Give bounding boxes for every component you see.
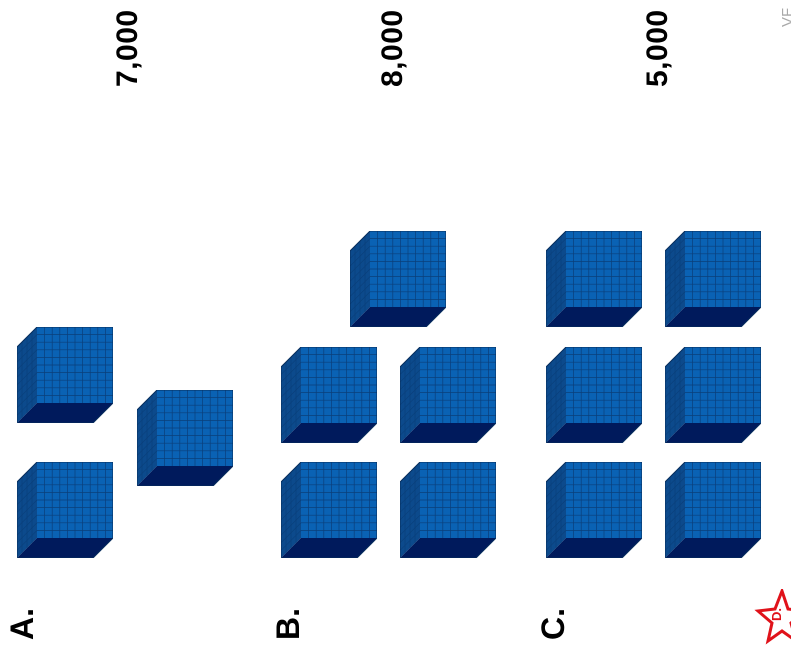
- watermark-text: VF: [779, 7, 791, 27]
- thousand-cube: [546, 231, 642, 327]
- thousand-cube: [665, 462, 761, 558]
- thousand-cube: [400, 462, 496, 558]
- thousand-cube: [665, 347, 761, 443]
- thousand-cube: [281, 347, 377, 443]
- thousand-cube: [137, 390, 233, 486]
- option-c-label: C.: [535, 608, 571, 640]
- option-c-value: 5,000: [641, 9, 674, 87]
- option-d-label: D.: [769, 608, 784, 621]
- thousand-cube: [350, 231, 446, 327]
- thousand-cube: [17, 462, 113, 558]
- answer-star-icon: D.: [754, 589, 791, 645]
- thousand-cube: [665, 231, 761, 327]
- thousand-cube: [400, 347, 496, 443]
- option-b-value: 8,000: [376, 9, 409, 87]
- option-b-label: B.: [270, 608, 306, 640]
- thousand-cube: [281, 462, 377, 558]
- thousand-cube: [546, 347, 642, 443]
- option-a-value: 7,000: [111, 9, 144, 87]
- thousand-cube: [546, 462, 642, 558]
- option-a-label: A.: [4, 608, 40, 640]
- thousand-cube: [17, 327, 113, 423]
